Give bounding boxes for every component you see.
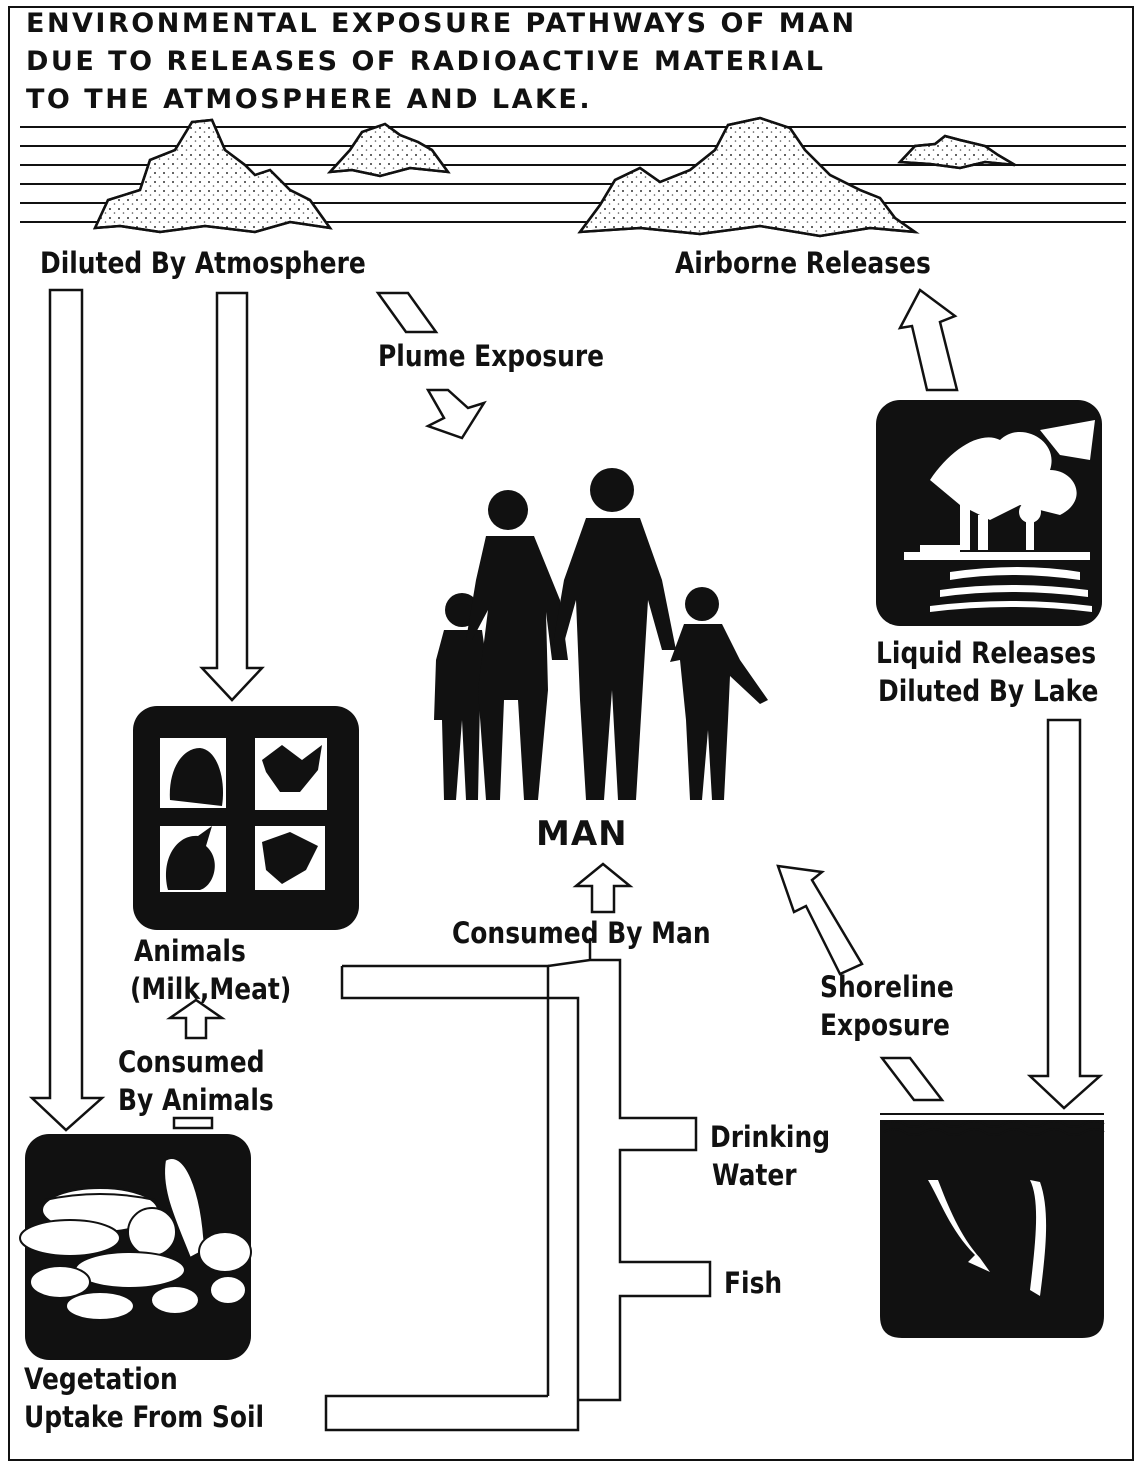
arrow-plume-upper <box>375 291 439 334</box>
cloud-icon <box>326 122 451 178</box>
label-fish: Fish <box>724 1266 783 1300</box>
cloud-icon <box>897 134 1016 170</box>
arrow-shoreline-lower <box>879 1056 945 1102</box>
label-by-animals: By Animals <box>118 1083 274 1117</box>
label-consumed: Consumed <box>118 1045 265 1079</box>
livestock-icon <box>133 706 359 930</box>
arrow-plume-to-man <box>424 388 487 440</box>
label-animals: Animals <box>134 934 246 968</box>
arrow-shoreline-to-man <box>776 864 864 976</box>
label-water: Water <box>712 1158 797 1192</box>
cloud-icon <box>577 116 920 238</box>
arrow-atmosphere-to-vegetation <box>28 288 106 1132</box>
label-consumed-by-man: Consumed By Man <box>452 916 711 950</box>
diagram-title-line1: ENVIRONMENTAL EXPOSURE PATHWAYS OF MAN <box>26 8 857 39</box>
label-diluted-by-lake: Diluted By Lake <box>878 674 1099 708</box>
fish-icon <box>880 1113 1105 1338</box>
label-exposure: Exposure <box>820 1008 950 1042</box>
label-shoreline: Shoreline <box>820 970 954 1004</box>
cloud-icon <box>92 118 333 234</box>
arrow-atmosphere-to-animals <box>199 291 265 702</box>
arrow-plant-to-airborne <box>897 288 959 392</box>
label-man: MAN <box>536 814 628 854</box>
vegetables-icon <box>19 1134 252 1360</box>
label-liquid-releases: Liquid Releases <box>876 636 1097 670</box>
label-uptake-from-soil: Uptake From Soil <box>24 1400 265 1434</box>
arrow-consumed-by-animals <box>165 998 227 1040</box>
family-silhouette-icon <box>434 468 768 800</box>
label-drinking: Drinking <box>710 1120 831 1154</box>
arrow-liquid-to-lake <box>1026 718 1104 1110</box>
label-diluted-by-atmosphere: Diluted By Atmosphere <box>40 246 366 280</box>
label-plume-exposure: Plume Exposure <box>378 339 605 373</box>
diagram-frame <box>8 6 1134 1461</box>
arrow-consumed-by-man <box>572 862 634 914</box>
label-airborne-releases: Airborne Releases <box>675 246 931 280</box>
power-plant-icon <box>876 400 1102 626</box>
diagram-title-line2: DUE TO RELEASES OF RADIOACTIVE MATERIAL <box>26 46 826 77</box>
diagram-title-line3: TO THE ATMOSPHERE AND LAKE. <box>26 84 593 115</box>
pathway-bracket <box>324 938 712 1432</box>
small-connector-bar <box>172 1116 214 1130</box>
label-milk-meat: (Milk,Meat) <box>130 972 292 1006</box>
label-vegetation: Vegetation <box>24 1362 178 1396</box>
